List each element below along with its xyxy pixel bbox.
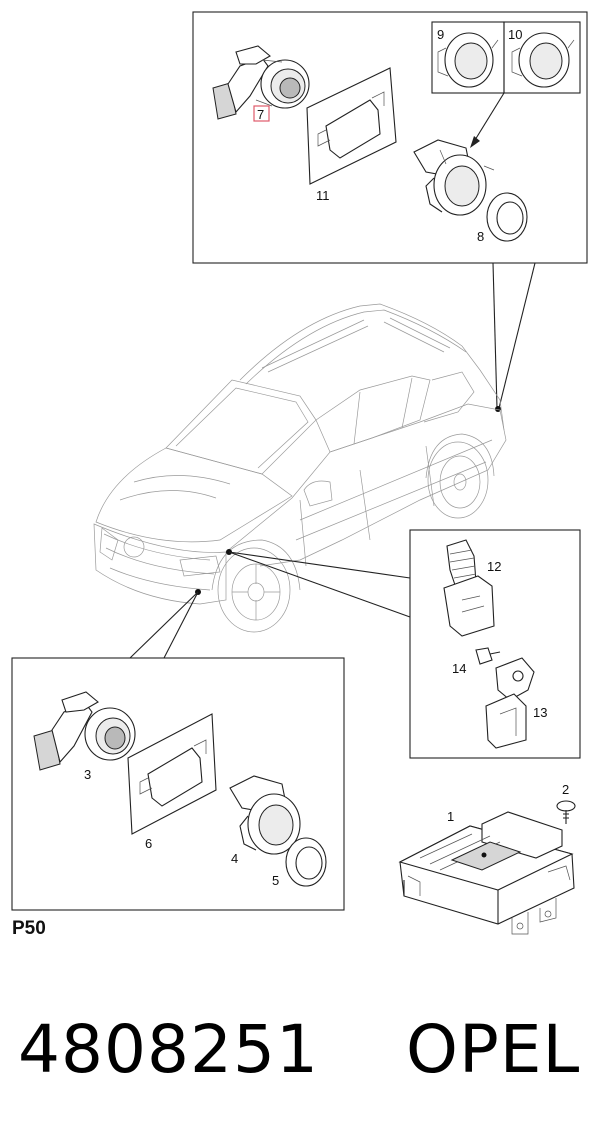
- callout-14: 14: [452, 661, 466, 676]
- clip-part-2: [556, 800, 576, 824]
- callout-8: 8: [477, 229, 484, 244]
- mounting-plate-part-11: [306, 67, 397, 185]
- callout-3: 3: [84, 767, 91, 782]
- callout-13: 13: [533, 705, 547, 720]
- highlight-box-part-7: [253, 105, 270, 122]
- front-sensor-detail-box: 3 6 4 5: [11, 657, 345, 911]
- callout-5: 5: [272, 873, 279, 888]
- leader-line-front-a: [129, 591, 199, 659]
- rear-sensor-location: [495, 406, 501, 412]
- seal-ring-part-8: [486, 192, 528, 242]
- mounting-plate-part-6: [127, 713, 217, 835]
- bracket-part-13: [485, 657, 535, 749]
- callout-12: 12: [487, 559, 501, 574]
- callout-10: 10: [508, 27, 522, 42]
- callout-6: 6: [145, 836, 152, 851]
- screw-part-14: [475, 647, 501, 665]
- seal-ring-part-5: [285, 837, 327, 887]
- callout-4: 4: [231, 851, 238, 866]
- callout-7: 7: [257, 107, 264, 122]
- parking-sensor-part-7: [212, 45, 310, 120]
- rear-sensor-detail-box: 7 11 8 9 10: [192, 11, 588, 264]
- vehicle-illustration: [93, 303, 507, 633]
- part-number: 4808251: [18, 1011, 319, 1088]
- callout-2: 2: [562, 782, 569, 797]
- sensor-part-12: [443, 539, 495, 637]
- sensor-holder-part-4: [229, 775, 301, 855]
- leader-line-side-a: [228, 551, 411, 618]
- retainer-ring-part-9: [437, 32, 499, 88]
- sensor-holder: [413, 139, 495, 216]
- leader-line-rear-b: [498, 262, 536, 409]
- leader-line-rear-a: [492, 262, 498, 409]
- leader-arrow-holder: [474, 92, 505, 141]
- retainer-ring-part-10: [511, 32, 575, 88]
- callout-11: 11: [316, 188, 330, 203]
- section-code: P50: [12, 918, 46, 939]
- parking-sensor-part-3: [33, 691, 136, 771]
- brand-name: OPEL: [406, 1011, 581, 1088]
- control-module-part-1: [398, 811, 575, 935]
- leader-line-side-b: [228, 551, 411, 579]
- part-caption: 4808251 OPEL: [8, 1000, 598, 1100]
- sensor-bracket-detail-box: 12 14 13: [409, 529, 581, 759]
- callout-9: 9: [437, 27, 444, 42]
- inset-box-part-10: [503, 21, 581, 94]
- leader-line-front-b: [163, 591, 199, 659]
- callout-1: 1: [447, 809, 454, 824]
